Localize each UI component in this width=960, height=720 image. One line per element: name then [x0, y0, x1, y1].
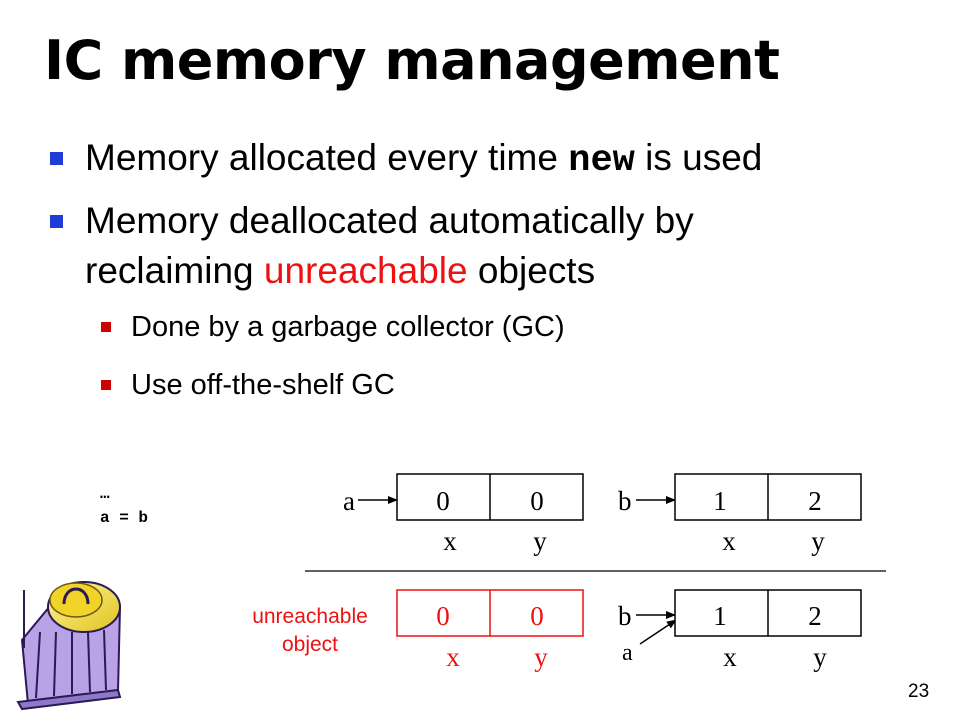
bullet-memory-allocated: Memory allocated every time new is used: [50, 133, 762, 186]
object-b-before: b 1 2 x y: [618, 473, 862, 556]
page-number: 23: [908, 681, 930, 702]
pointer-b-label: b: [618, 486, 632, 516]
pointer-a-label: a: [343, 486, 355, 516]
sub-bullet-garbage-collector: Done by a garbage collector (GC): [101, 306, 565, 348]
field-name-x: x: [723, 642, 737, 672]
pointer-a-label: a: [622, 640, 633, 666]
field-value-y: 2: [808, 601, 822, 631]
unreachable-highlight: unreachable: [263, 250, 468, 291]
sub-bullet-off-the-shelf-gc: Use off-the-shelf GC: [101, 364, 395, 406]
field-value-x: 1: [713, 601, 727, 631]
object-b-after: b a 1 2 x y: [618, 589, 862, 672]
object-a-before: a 0 0 x y: [343, 473, 584, 556]
sub-bullet-text: Use off-the-shelf GC: [131, 369, 395, 401]
field-value-x: 1: [713, 486, 727, 516]
field-name-y: y: [813, 642, 827, 672]
arrow-icon: [639, 619, 677, 645]
field-name-x: x: [446, 642, 460, 672]
code-new: new: [568, 140, 635, 182]
field-value-x: 0: [436, 601, 450, 631]
field-name-x: x: [722, 526, 736, 556]
field-name-y: y: [811, 526, 825, 556]
unreachable-object-label: unreachable object: [252, 605, 368, 656]
field-value-y: 0: [530, 601, 544, 631]
bullet-memory-deallocated: Memory deallocated automatically by recl…: [50, 196, 694, 296]
field-value-y: 0: [530, 486, 544, 516]
bullet-marker: [101, 380, 111, 390]
field-value-y: 2: [808, 486, 822, 516]
bullet-text: Memory allocated every time new is used: [85, 137, 763, 182]
unreachable-object-after: 0 0 x y: [396, 589, 584, 672]
field-value-x: 0: [436, 486, 450, 516]
code-snippet: … a = b: [100, 485, 149, 527]
field-name-y: y: [534, 642, 548, 672]
bullet-text: Memory deallocated automatically by recl…: [85, 200, 694, 291]
field-name-y: y: [533, 526, 547, 556]
sub-bullet-text: Done by a garbage collector (GC): [131, 311, 565, 343]
pointer-b-label: b: [618, 601, 632, 631]
field-name-x: x: [443, 526, 457, 556]
bullet-marker: [50, 152, 63, 165]
garbage-can-icon: [16, 581, 122, 711]
bullet-marker: [101, 322, 111, 332]
bullet-marker: [50, 215, 63, 228]
slide-title: IC memory management: [44, 29, 780, 92]
